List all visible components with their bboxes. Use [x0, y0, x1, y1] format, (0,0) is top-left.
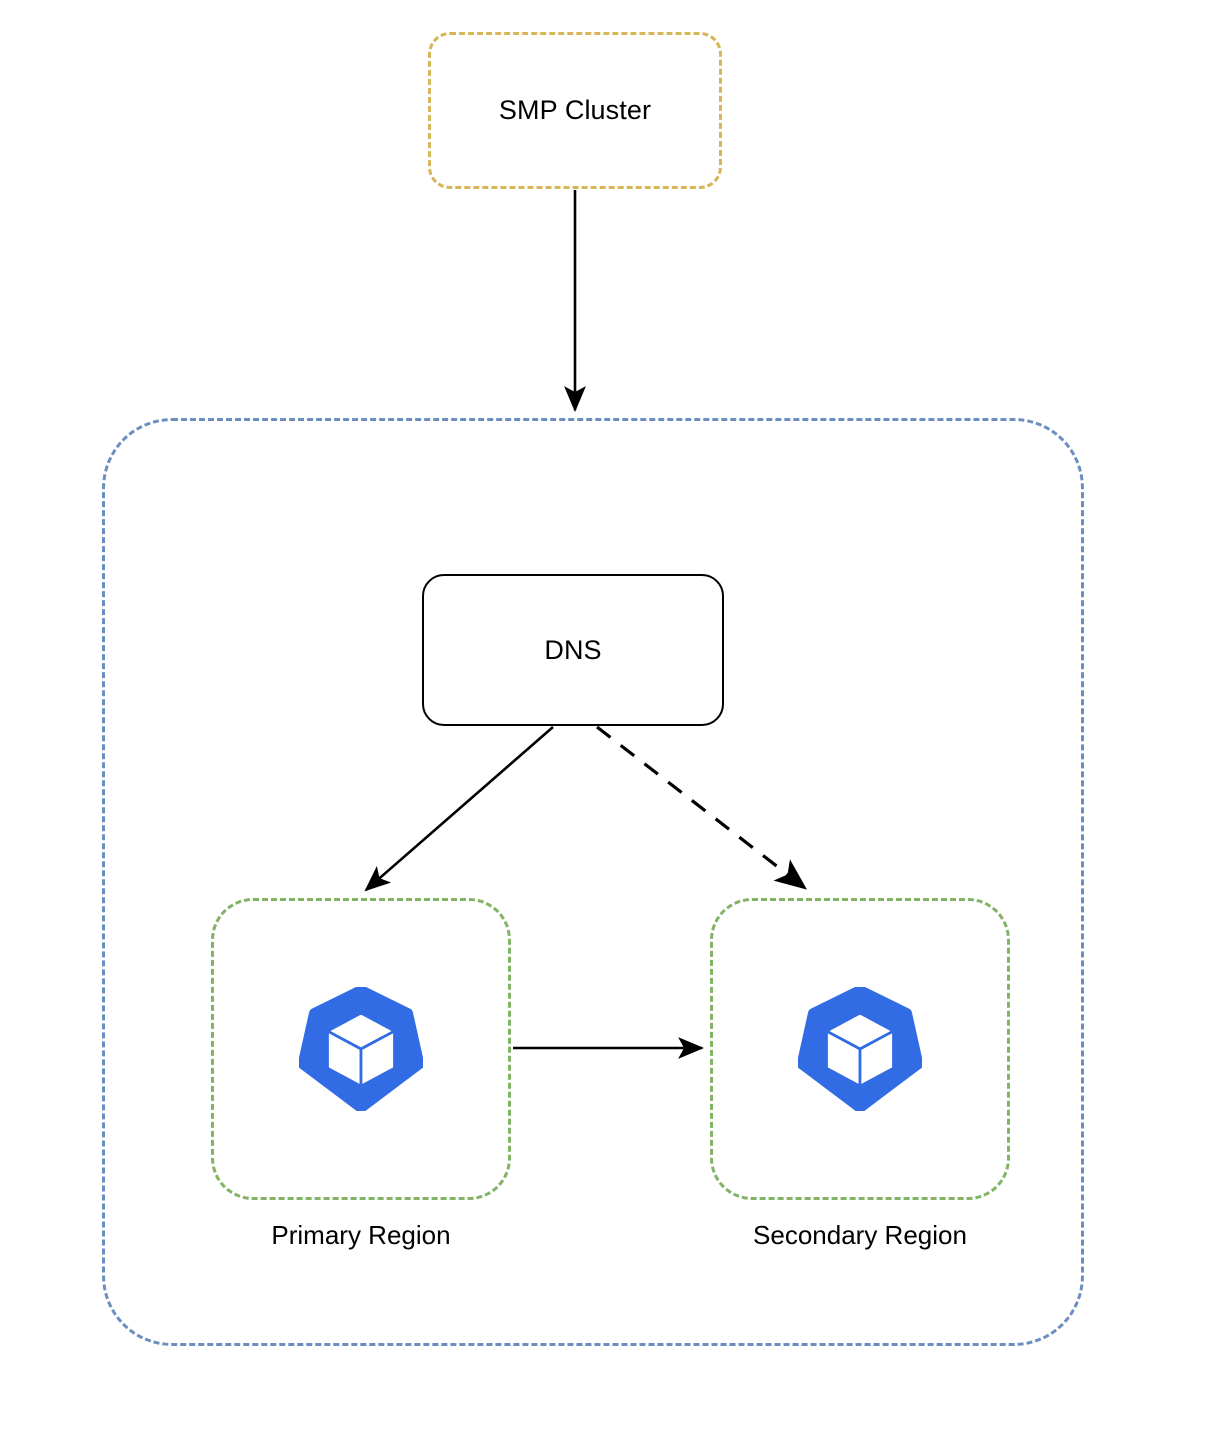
kubernetes-icon — [299, 987, 423, 1111]
kubernetes-icon — [798, 987, 922, 1111]
region-primary-caption: Primary Region — [271, 1220, 451, 1250]
smp-cluster-node[interactable]: SMP Cluster — [428, 32, 722, 189]
dns-node[interactable]: DNS — [422, 574, 724, 726]
platform-boundary-group[interactable] — [102, 418, 1084, 1346]
dns-label: DNS — [544, 634, 602, 665]
region-secondary-caption: Secondary Region — [753, 1220, 967, 1250]
smp-cluster-label: SMP Cluster — [498, 95, 652, 126]
